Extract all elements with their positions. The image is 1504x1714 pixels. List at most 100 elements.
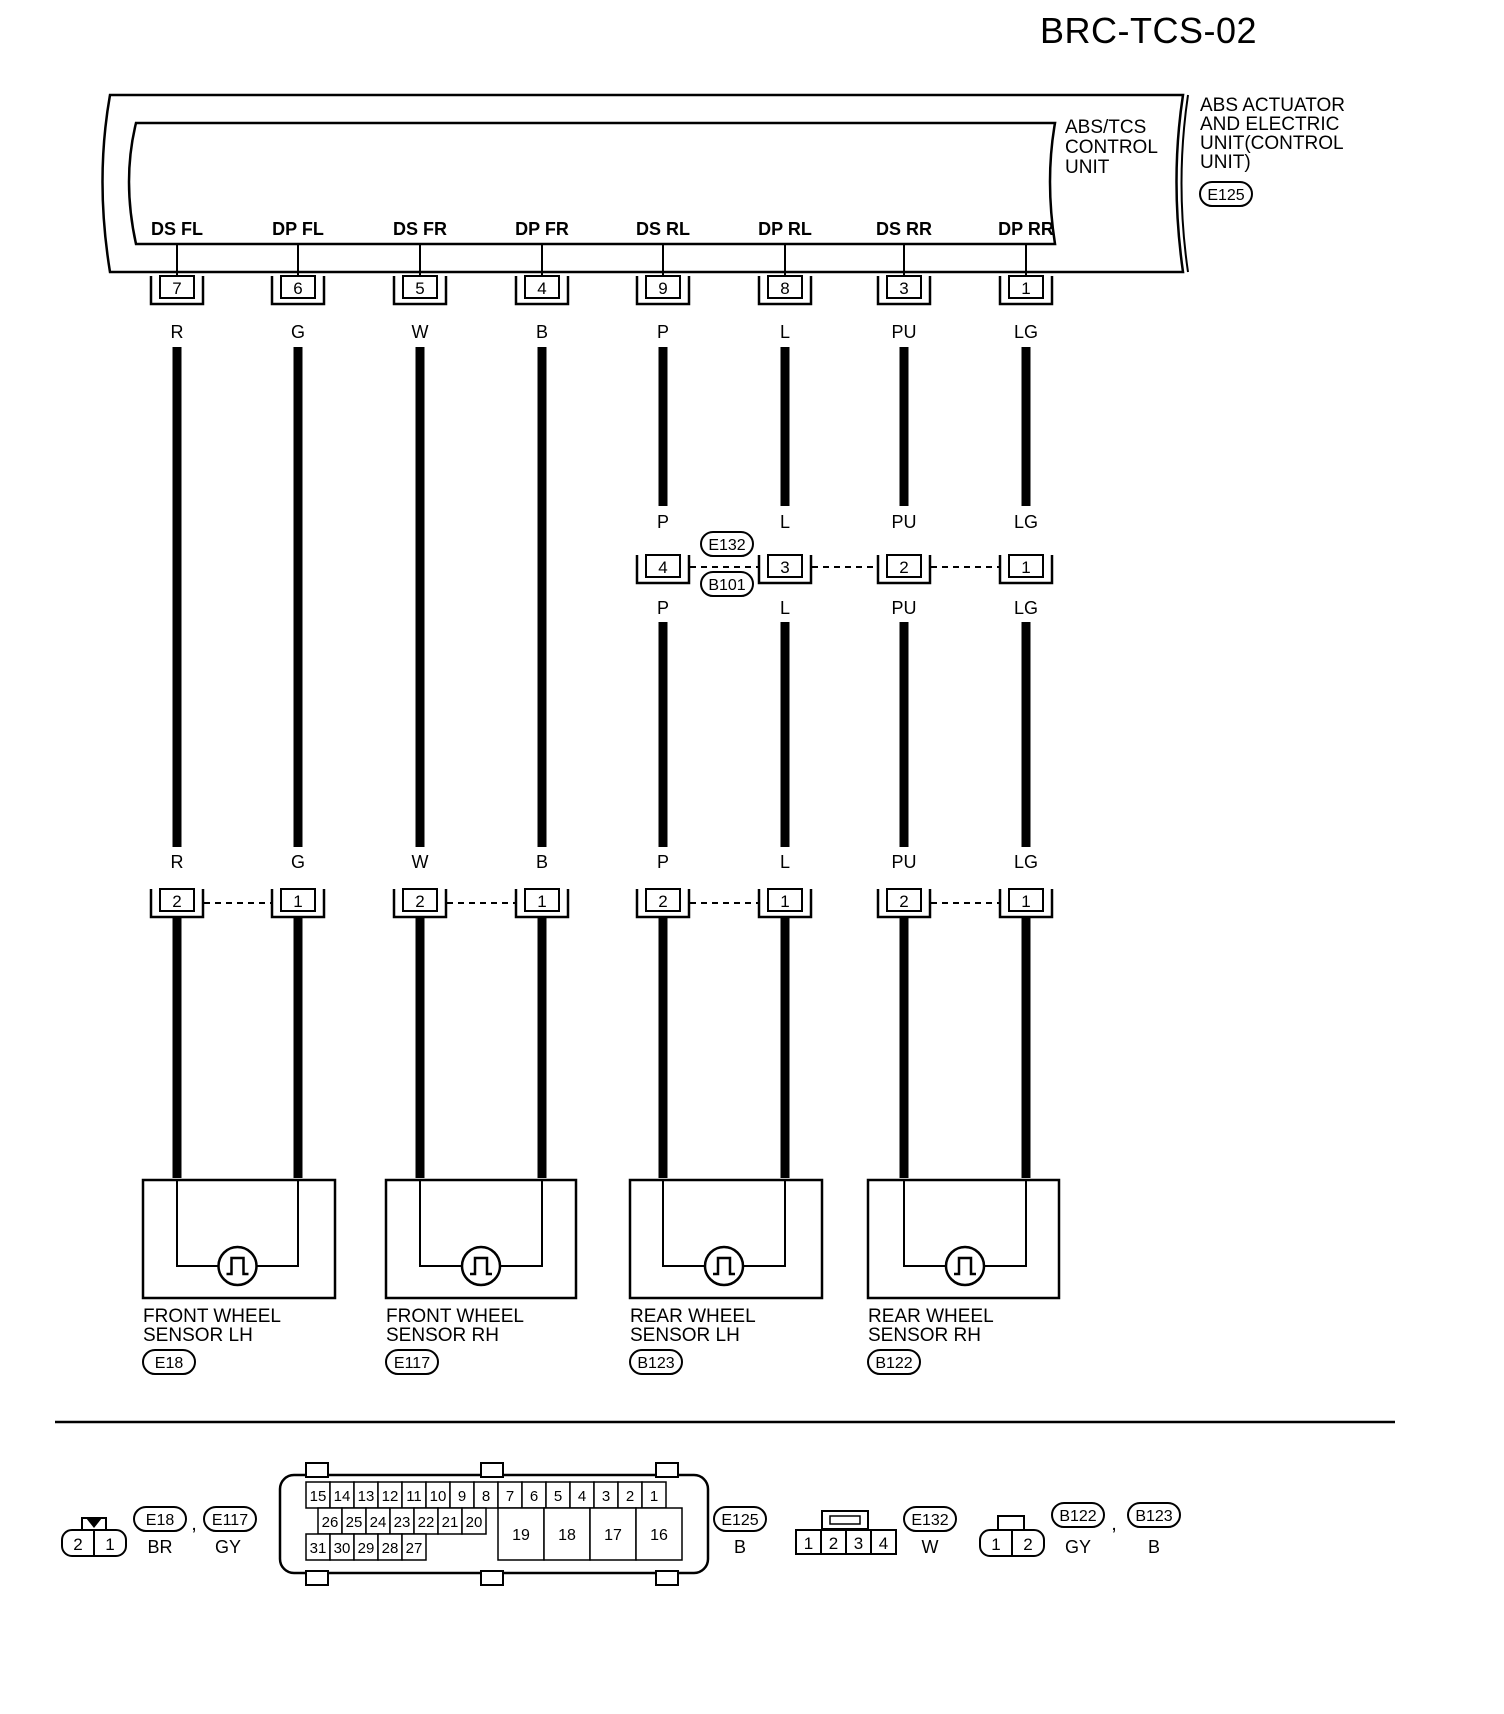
abs-outer-connector-badge: E125 [1199, 181, 1253, 207]
sensor-connector-id: E18 [155, 1355, 184, 1372]
terminal-name: DS FR [393, 219, 447, 239]
abs-pin-6-label: 6 [293, 279, 302, 298]
abs-pin-7-label: 7 [172, 279, 181, 298]
e125-pin-13: 13 [358, 1488, 375, 1505]
mid-pin-2: 2 [876, 554, 932, 585]
e125-pin-26: 26 [322, 1514, 339, 1531]
sensor-pin-4: 1 [514, 888, 570, 919]
sensor-pin-8: 1 [998, 888, 1054, 919]
rear-sensor-view-color-gy: GY [1065, 1537, 1091, 1557]
abs-pin-5-label: 5 [415, 279, 424, 298]
sensor-symbol [703, 1245, 745, 1287]
e125-pin-19: 19 [512, 1527, 530, 1544]
abs-pin-8: 8 [757, 275, 813, 306]
wire-color-mid-lower: PU [891, 598, 916, 618]
abs-pin-1: 1 [998, 275, 1054, 306]
abs-pin-4: 4 [514, 275, 570, 306]
terminal-name: DP FR [515, 219, 569, 239]
wire-color-top: B [536, 322, 548, 342]
front-sensor-view-pin-2: 2 [73, 1535, 82, 1554]
sensor-name-line1: FRONT WHEEL [386, 1306, 524, 1327]
e125-pin-20: 20 [466, 1514, 483, 1531]
sensor-pin-3-label: 2 [415, 892, 424, 911]
sensor-pin-5-label: 2 [658, 892, 667, 911]
abs-inner-label-line3: UNIT [1065, 157, 1110, 178]
e125-pin-16: 16 [650, 1527, 668, 1544]
front-sensor-view-color-gy: GY [215, 1537, 241, 1557]
sensor-pin-3: 2 [392, 888, 448, 919]
rear-sensor-view-id-b123: B123 [1135, 1508, 1172, 1525]
e125-pin-6: 6 [530, 1488, 538, 1505]
wire-color-bottom: B [536, 852, 548, 872]
abs-outer-label-line1: ABS ACTUATOR [1200, 95, 1345, 116]
abs-pin-6: 6 [270, 275, 326, 306]
wire-color-top: G [291, 322, 305, 342]
sensor-name-line2: SENSOR RH [868, 1325, 981, 1346]
abs-pin-7: 7 [149, 275, 205, 306]
abs-control-unit-box [127, 121, 1057, 246]
e125-pin-18: 18 [558, 1527, 576, 1544]
abs-outer-label-line2: AND ELECTRIC [1200, 114, 1339, 135]
sensor-name-line1: REAR WHEEL [868, 1306, 994, 1327]
front-sensor-view-separator: , [191, 1513, 197, 1535]
e132-pin-3: 3 [854, 1534, 863, 1553]
e125-view-color: B [734, 1537, 746, 1557]
wire-color-mid-lower: P [657, 598, 669, 618]
abs-pin-3-label: 3 [899, 279, 908, 298]
e125-pin-29: 29 [358, 1540, 375, 1557]
e125-pin-4: 4 [578, 1488, 586, 1505]
sensor-pin-6: 1 [757, 888, 813, 919]
wire-color-top: PU [891, 322, 916, 342]
wire-color-top: L [780, 322, 790, 342]
sensor-connector-id: B122 [875, 1355, 912, 1372]
mid-connector-id-b101: B101 [708, 577, 745, 594]
terminal-name: DS RL [636, 219, 690, 239]
mid-pin-1: 1 [998, 554, 1054, 585]
wire-color-mid-upper: L [780, 512, 790, 532]
e125-pin-21: 21 [442, 1514, 459, 1531]
mid-pin-3-label: 3 [780, 558, 789, 577]
terminal-name: DP FL [272, 219, 324, 239]
e132-view-id: E132 [911, 1512, 948, 1529]
e125-pin-30: 30 [334, 1540, 351, 1557]
e125-pin-25: 25 [346, 1514, 363, 1531]
front-sensor-view-color-br: BR [147, 1537, 172, 1557]
e125-pin-24: 24 [370, 1514, 387, 1531]
wire-color-top: R [171, 322, 184, 342]
sensor-connector-id: E117 [394, 1355, 430, 1372]
terminal-name: DP RR [998, 219, 1054, 239]
sensor-symbol [217, 1245, 258, 1287]
abs-pin-3: 3 [876, 275, 932, 306]
sensor-pin-2: 1 [270, 888, 326, 919]
rear-sensor-view-id-b122: B122 [1059, 1508, 1096, 1525]
sensor-name-line1: FRONT WHEEL [143, 1306, 281, 1327]
e125-pin-10: 10 [430, 1488, 447, 1505]
e125-pin-9: 9 [458, 1488, 466, 1505]
abs-pin-5: 5 [392, 275, 448, 306]
sensor-name-line2: SENSOR RH [386, 1325, 499, 1346]
sensor-connector-id: B123 [637, 1355, 674, 1372]
e125-pin-3: 3 [602, 1488, 610, 1505]
sensor-pin-7-label: 2 [899, 892, 908, 911]
sensor-name-line2: SENSOR LH [630, 1325, 740, 1346]
rear-sensor-view-separator: , [1111, 1513, 1117, 1535]
wire-color-bottom: R [171, 852, 184, 872]
e125-pin-5: 5 [554, 1488, 562, 1505]
sensor-pin-4-label: 1 [537, 892, 546, 911]
wire-color-bottom: W [412, 852, 429, 872]
e125-pin-31: 31 [310, 1540, 327, 1557]
terminal-name: DS FL [151, 219, 203, 239]
wire-color-mid-upper: LG [1014, 512, 1038, 532]
wire-color-top: P [657, 322, 669, 342]
wire-color-mid-upper: PU [891, 512, 916, 532]
